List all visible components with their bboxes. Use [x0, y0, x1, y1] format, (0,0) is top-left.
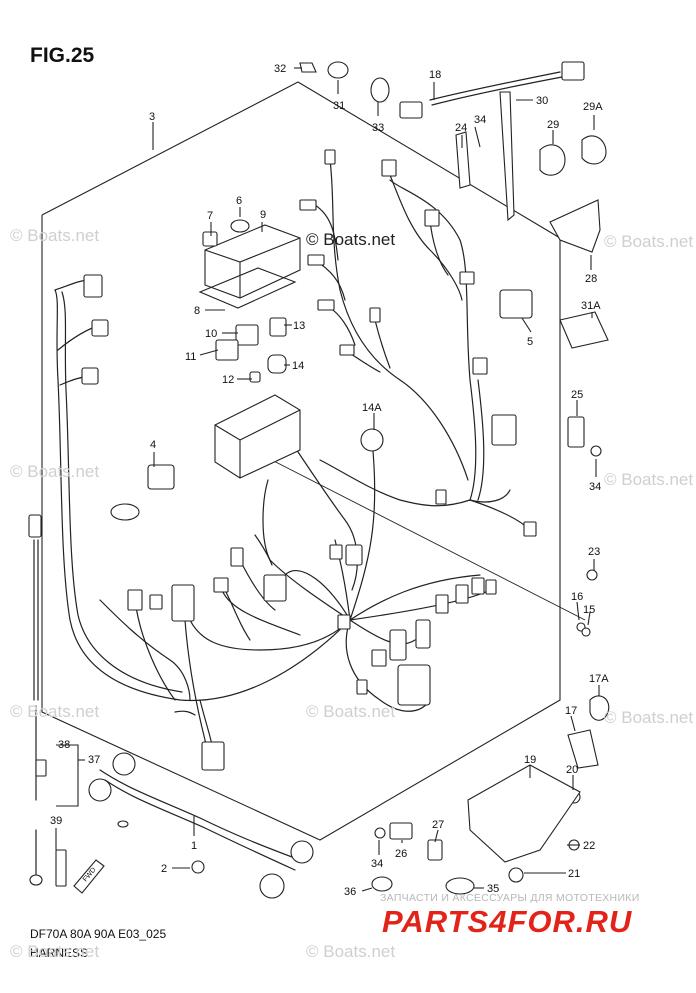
leader-lines: [55, 67, 600, 892]
callout-35: 35: [487, 883, 499, 895]
callout-25: 25: [571, 389, 583, 401]
banner-brand: PARTS4FOR.RU: [382, 904, 633, 939]
callout-17: 17: [565, 705, 577, 717]
callout-29A: 29A: [583, 101, 603, 113]
callout-32: 32: [274, 63, 286, 75]
callout-17A: 17A: [589, 673, 609, 685]
callout-30: 30: [536, 95, 548, 107]
watermark-main: © Boats.net: [306, 230, 396, 249]
fwd-label: FWD: [82, 867, 98, 884]
callout-18: 18: [429, 69, 441, 81]
callout-24: 24: [455, 122, 467, 134]
callout-16: 16: [571, 591, 583, 603]
callout-21: 21: [568, 868, 580, 880]
callout-36: 36: [344, 886, 356, 898]
callout-34-top: 34: [474, 114, 486, 126]
callout-37: 37: [88, 754, 100, 766]
callout-28: 28: [585, 273, 597, 285]
figure-title: FIG.25: [30, 44, 95, 67]
callout-13: 13: [293, 320, 305, 332]
callout-38: 38: [58, 739, 70, 751]
callout-3: 3: [149, 111, 155, 123]
banner-tagline: ЗАПЧАСТИ И АКСЕССУАРЫ ДЛЯ МОТОТЕХНИКИ: [380, 892, 640, 904]
watermark: © Boats.net: [10, 462, 100, 481]
callout-31A: 31A: [581, 300, 601, 312]
watermark: © Boats.net: [604, 232, 694, 251]
callout-31: 31: [333, 100, 345, 112]
callout-39: 39: [50, 815, 62, 827]
watermark: © Boats.net: [604, 470, 694, 489]
callout-15: 15: [583, 604, 595, 616]
callout-34-bottom: 34: [371, 858, 383, 870]
watermark: © Boats.net: [306, 702, 396, 721]
watermark: © Boats.net: [10, 702, 100, 721]
callout-29: 29: [547, 119, 559, 131]
callout-9: 9: [260, 209, 266, 221]
connectors: [28, 61, 610, 899]
callout-11: 11: [185, 351, 196, 363]
callout-34-right: 34: [589, 481, 601, 493]
callout-12: 12: [222, 374, 234, 386]
callout-6: 6: [236, 195, 242, 207]
callout-2: 2: [161, 863, 167, 875]
callout-4: 4: [150, 439, 156, 451]
callout-7: 7: [207, 210, 213, 222]
model-code: DF70A 80A 90A E03_025: [30, 927, 167, 941]
callout-14A: 14A: [362, 402, 382, 414]
watermark: © Boats.net: [10, 942, 100, 961]
diagram-name: HARNESS: [30, 946, 89, 960]
callout-33: 33: [372, 122, 384, 134]
callout-8: 8: [194, 305, 200, 317]
watermark: © Boats.net: [604, 708, 694, 727]
watermark: © Boats.net: [10, 226, 100, 245]
callout-20: 20: [566, 764, 578, 776]
callout-22: 22: [583, 840, 595, 852]
frame-outline: [41, 81, 561, 841]
callout-14: 14: [292, 360, 304, 372]
callout-27: 27: [432, 819, 444, 831]
callout-5: 5: [527, 336, 533, 348]
callout-23: 23: [588, 546, 600, 558]
watermark: © Boats.net: [306, 942, 396, 961]
callout-19: 19: [524, 754, 536, 766]
callout-26: 26: [395, 848, 407, 860]
callout-10: 10: [205, 328, 217, 340]
callout-1: 1: [191, 840, 197, 852]
